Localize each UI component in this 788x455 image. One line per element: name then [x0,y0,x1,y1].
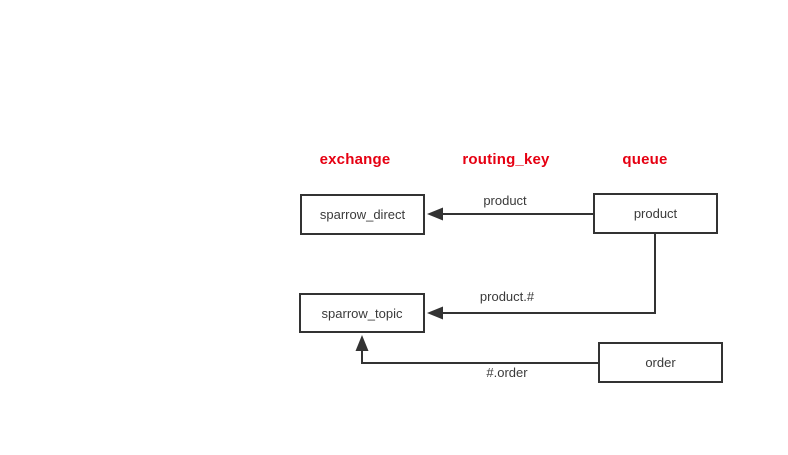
column-header-routing-key: routing_key [462,151,550,168]
column-header-exchange: exchange [319,151,391,168]
queue-node-product: product [593,193,718,234]
arrow-order-to-sparrow-topic [355,335,598,364]
routing-key-label-product: product [481,193,529,208]
exchange-node-label: sparrow_topic [321,305,403,321]
queue-node-order: order [598,342,723,383]
routing-key-label-product-hash: product.# [477,289,537,304]
exchange-node-label: sparrow_direct [319,207,406,222]
arrow-product-to-sparrow-topic [427,234,656,320]
exchange-node-sparrow-topic: sparrow_topic [299,293,425,333]
arrow-product-to-sparrow-direct [427,207,593,221]
routing-key-label-hash-order: #.order [484,365,530,380]
exchange-node-sparrow-direct: sparrow_direct [300,194,425,235]
queue-node-label: product [633,206,678,221]
queue-node-label: order [645,355,676,370]
column-header-queue: queue [622,151,668,168]
